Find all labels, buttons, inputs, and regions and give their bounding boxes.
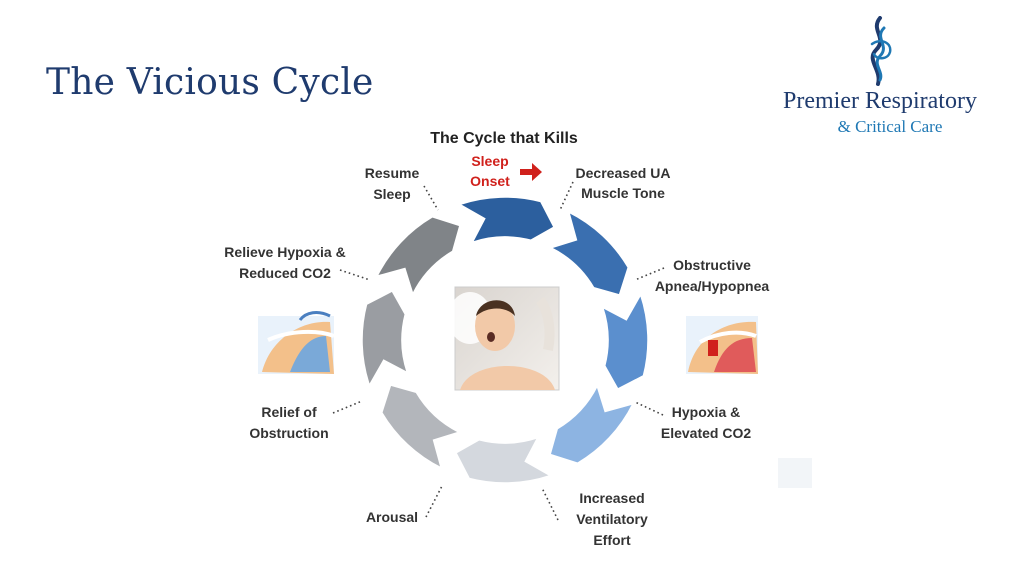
step-label-line: Decreased UA xyxy=(576,165,671,181)
open-airway-illustration xyxy=(258,311,335,374)
step-label-line: Effort xyxy=(593,532,631,548)
step-label-line: Obstructive xyxy=(673,257,751,273)
step-hypoxia: Hypoxia & Elevated CO2 xyxy=(634,401,751,441)
swirl-logo-icon xyxy=(870,16,892,86)
cycle-segment-arrow xyxy=(548,210,630,296)
cycle-segment-arrow xyxy=(375,215,461,297)
step-label-line: Obstruction xyxy=(249,425,328,441)
sleeping-man-photo xyxy=(448,286,560,391)
step-arousal: Arousal xyxy=(366,485,443,525)
step-resume-sleep: Resume Sleep xyxy=(365,165,439,211)
cycle-segment-arrow xyxy=(454,436,553,484)
cycle-ring xyxy=(361,196,649,484)
blocked-airway-illustration xyxy=(686,316,758,374)
brand-name: Premier Respiratory xyxy=(783,88,977,114)
step-label-line: Reduced CO2 xyxy=(239,265,331,281)
cycle-segment-arrow xyxy=(380,384,462,470)
right-arrow-icon xyxy=(520,163,542,181)
cycle-title: The Cycle that Kills xyxy=(430,130,578,147)
step-label-line: Relief of xyxy=(261,404,317,420)
cycle-segment-arrow xyxy=(601,292,649,391)
brand-subtitle: & Critical Care xyxy=(837,117,943,136)
step-label-line: Resume xyxy=(365,165,420,181)
step-label-line: Relieve Hypoxia & xyxy=(224,244,345,260)
watermark-box xyxy=(778,458,812,488)
cycle-segment-arrow xyxy=(361,289,409,388)
step-relieve-hypoxia: Relieve Hypoxia & Reduced CO2 xyxy=(224,244,371,281)
step-relief-obstruction: Relief of Obstruction xyxy=(249,400,363,441)
step-label-line: Hypoxia & xyxy=(672,404,740,420)
cycle-segment-arrow xyxy=(457,196,556,244)
cycle-segment-arrow xyxy=(549,383,635,465)
sleep-onset-line1: Sleep xyxy=(471,153,508,169)
sleep-onset-line2: Onset xyxy=(470,173,510,189)
slide-title: The Vicious Cycle xyxy=(46,62,374,103)
step-label-line: Muscle Tone xyxy=(581,185,665,201)
step-label-line: Arousal xyxy=(366,509,418,525)
step-label-line: Sleep xyxy=(373,186,410,202)
step-label-line: Apnea/Hypopnea xyxy=(655,278,770,294)
brand-logo: Premier Respiratory & Critical Care xyxy=(760,16,1000,146)
step-decreased-ua: Decreased UA Muscle Tone xyxy=(559,165,671,211)
step-label-line: Increased xyxy=(579,490,644,506)
step-label-line: Ventilatory xyxy=(576,511,648,527)
step-obstructive-apnea: Obstructive Apnea/Hypopnea xyxy=(634,257,770,294)
step-label-line: Elevated CO2 xyxy=(661,425,751,441)
step-ventilatory-effort: Increased Ventilatory Effort xyxy=(541,487,648,548)
